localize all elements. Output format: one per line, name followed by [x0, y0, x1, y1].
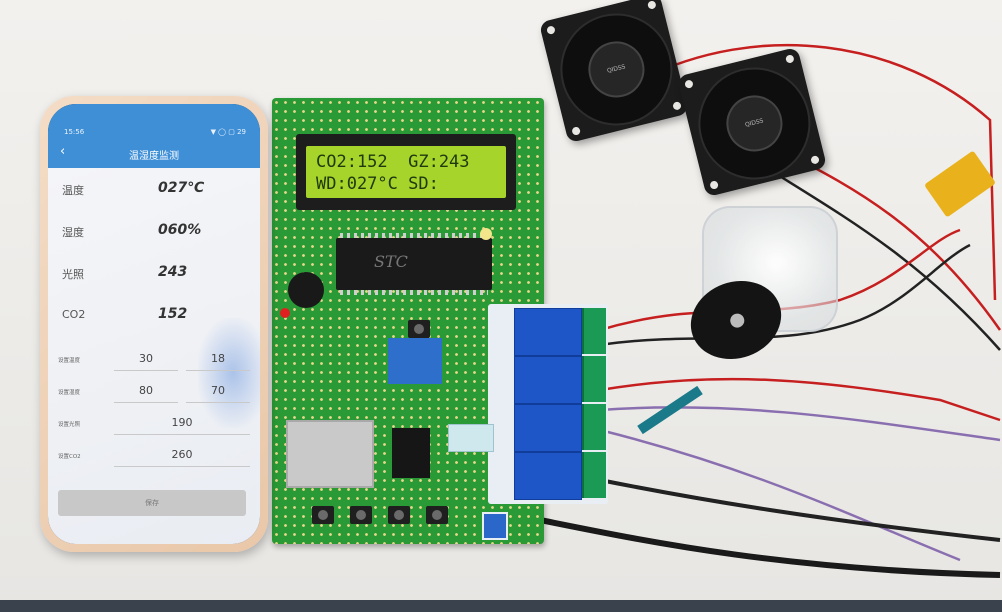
- board-button-4: [426, 506, 448, 524]
- humidity-max-field[interactable]: 80: [114, 380, 178, 403]
- setting-light: 设置光照 190: [58, 412, 254, 440]
- temperature-min-field[interactable]: 18: [186, 348, 250, 371]
- board-button-2: [350, 506, 372, 524]
- power-switch: [482, 512, 508, 540]
- status-time: 15:56: [64, 128, 85, 136]
- lcd-display: CO2:152 GZ:243 WD:027°C SD:: [306, 146, 506, 198]
- lcd-module: CO2:152 GZ:243 WD:027°C SD:: [296, 134, 516, 210]
- relay-3: [514, 404, 582, 452]
- sensor-module: [388, 338, 442, 384]
- bottom-strip: [0, 600, 1002, 612]
- reading-label: 湿度: [62, 226, 84, 239]
- status-icons: ▼ ◯ ▢ 29: [210, 128, 246, 136]
- setting-co2: 设置CO2 260: [58, 444, 254, 472]
- relay-2: [514, 356, 582, 404]
- relay-4: [514, 452, 582, 500]
- reading-light: 光照 243: [62, 262, 252, 288]
- app-body: 温度 027℃ 湿度 060% 光照 243 CO2 152 设置温度 3: [48, 168, 260, 544]
- setting-label: 设置湿度: [58, 390, 81, 396]
- sd-card-slot: [286, 420, 374, 488]
- decorative-ink-splash: [198, 318, 260, 428]
- relay-1: [514, 308, 582, 356]
- buzzer: [288, 272, 324, 308]
- red-led: [280, 308, 290, 318]
- reading-co2: CO2 152: [62, 304, 252, 330]
- save-button[interactable]: 保存: [58, 490, 246, 516]
- lcd-line-2: WD:027°C SD:: [316, 174, 439, 194]
- back-arrow-icon[interactable]: ‹: [60, 144, 66, 159]
- reading-value: 243: [158, 264, 188, 280]
- setting-humidity: 设置湿度 80 70: [58, 380, 254, 408]
- chip-marking: STC: [374, 252, 408, 271]
- terminal-block-4: [582, 452, 606, 498]
- setting-label: 设置CO2: [58, 454, 81, 460]
- reading-value: 060%: [158, 222, 202, 238]
- humidity-min-field[interactable]: 70: [186, 380, 250, 403]
- app-title-bar: ‹ 温湿度监测: [48, 138, 260, 168]
- setting-label: 设置光照: [58, 422, 81, 428]
- board-button-top: [408, 320, 430, 338]
- reading-humidity: 湿度 060%: [62, 220, 252, 246]
- reading-label: CO2: [62, 308, 86, 321]
- mcu-chip: STC: [336, 233, 492, 295]
- lcd-line-1: CO2:152 GZ:243: [316, 152, 470, 172]
- smartphone: 15:56 ▼ ◯ ▢ 29 ‹ 温湿度监测 温度 027℃ 湿度 060% 光…: [40, 96, 268, 552]
- reading-value: 027℃: [158, 180, 205, 196]
- co2-threshold-field[interactable]: 260: [114, 444, 250, 467]
- reading-label: 光照: [62, 268, 84, 281]
- yellow-led: [480, 228, 492, 240]
- temperature-max-field[interactable]: 30: [114, 348, 178, 371]
- terminal-block-3: [582, 404, 606, 450]
- reading-temperature: 温度 027℃: [62, 178, 252, 204]
- terminal-block-2: [582, 356, 606, 402]
- reading-value: 152: [158, 306, 188, 322]
- board-button-3: [388, 506, 410, 524]
- setting-temperature: 设置温度 30 18: [58, 348, 254, 376]
- phone-screen: 15:56 ▼ ◯ ▢ 29 ‹ 温湿度监测 温度 027℃ 湿度 060% 光…: [48, 104, 260, 544]
- status-bar: 15:56 ▼ ◯ ▢ 29: [48, 104, 260, 138]
- light-threshold-field[interactable]: 190: [114, 412, 250, 435]
- board-button-1: [312, 506, 334, 524]
- wifi-module: [392, 428, 430, 478]
- app-title: 温湿度监测: [129, 151, 179, 162]
- terminal-block-1: [582, 308, 606, 354]
- humidity-sensor: [448, 424, 494, 452]
- reading-label: 温度: [62, 184, 84, 197]
- setting-label: 设置温度: [58, 358, 81, 364]
